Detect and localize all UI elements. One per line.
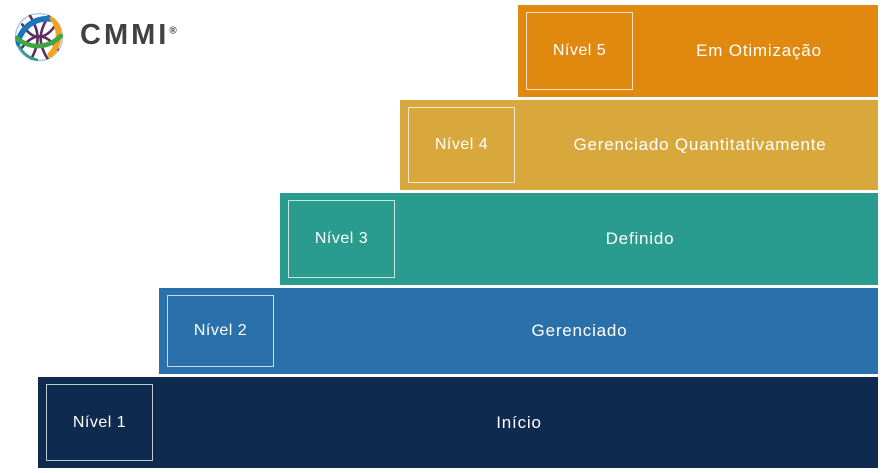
cmmi-logo: CMMI® [13, 11, 177, 63]
brand-text: CMMI® [80, 18, 177, 51]
maturity-level-bar-3: Nível 3 Definido [280, 193, 878, 285]
registered-mark: ® [169, 24, 177, 36]
maturity-level-bar-5: Nível 5 Em Otimização [518, 5, 878, 97]
level-name-label: Em Otimização [696, 41, 822, 60]
level-number-label: Nível 4 [434, 136, 489, 153]
level-name-label: Definido [605, 229, 675, 248]
level-number-label: Nível 2 [193, 322, 248, 339]
level-number-box: Nível 5 [526, 12, 633, 90]
level-number-label: Nível 3 [314, 230, 369, 247]
level-name-label: Gerenciado Quantitativamente [573, 135, 827, 154]
level-number-box: Nível 1 [46, 384, 153, 461]
brand-name: CMMI [80, 18, 170, 51]
globe-icon [14, 12, 64, 62]
level-name-label: Gerenciado [531, 321, 628, 340]
level-number-box: Nível 3 [288, 200, 395, 278]
level-number-label: Nível 5 [552, 42, 607, 59]
maturity-level-bar-1: Nível 1 Início [38, 377, 878, 468]
maturity-level-bar-2: Nível 2 Gerenciado [159, 288, 878, 374]
maturity-level-bar-4: Nível 4 Gerenciado Quantitativamente [400, 100, 878, 190]
level-number-box: Nível 4 [408, 107, 515, 183]
level-name-label: Início [496, 412, 542, 432]
level-number-label: Nível 1 [72, 413, 127, 431]
level-number-box: Nível 2 [167, 295, 274, 367]
